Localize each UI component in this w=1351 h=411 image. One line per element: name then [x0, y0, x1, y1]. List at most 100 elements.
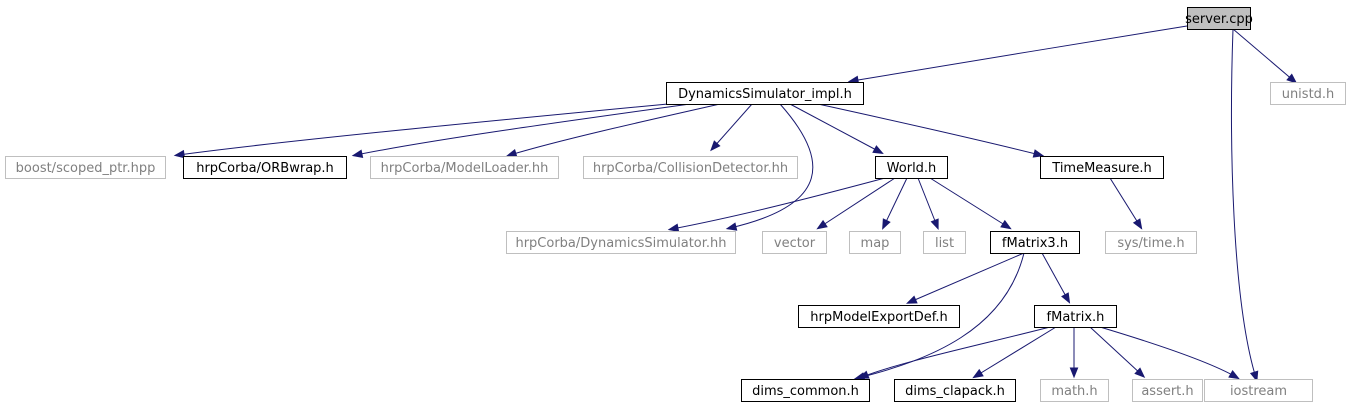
node-label: World.h	[887, 161, 937, 176]
arrowhead-icon	[872, 145, 884, 155]
edge-server-to-dsimpl	[847, 25, 1188, 85]
edge-server-to-unistd	[1232, 28, 1298, 84]
node-box	[183, 156, 347, 179]
edge-line	[929, 177, 1009, 228]
edge-line	[1232, 28, 1295, 82]
node-label: TimeMeasure.h	[1051, 161, 1151, 176]
edge-dsimpl-to-timemeasure	[817, 103, 1045, 158]
node-box	[1187, 7, 1251, 30]
node-label: hrpModelExportDef.h	[810, 310, 947, 325]
node-label: boost/scoped_ptr.hpp	[16, 161, 156, 176]
node-iostream: iostream	[1204, 379, 1313, 402]
edge-line	[729, 103, 814, 229]
node-box	[1270, 82, 1346, 105]
node-fmatrix3-h[interactable]: fMatrix3.h	[990, 231, 1080, 254]
edge-line	[1041, 252, 1069, 301]
edge-line	[883, 177, 908, 227]
edge-line	[712, 103, 753, 149]
arrowhead-icon	[173, 149, 186, 159]
edge-line	[177, 103, 669, 156]
edge-line	[1231, 28, 1257, 379]
node-label: map	[861, 236, 890, 251]
node-label: sys/time.h	[1117, 236, 1184, 251]
node-boost-scoped-ptr-hpp: boost/scoped_ptr.hpp	[5, 156, 166, 179]
node-label: dims_common.h	[752, 384, 859, 399]
arrowhead-icon	[1134, 367, 1146, 378]
node-label: fMatrix.h	[1047, 310, 1105, 325]
node-box	[923, 231, 966, 254]
node-sys-time-h: sys/time.h	[1105, 231, 1197, 254]
edge-world-to-map	[882, 177, 908, 230]
edge-line	[355, 103, 691, 156]
edge-dsimpl-to-dynsim	[725, 103, 814, 231]
node-box	[506, 231, 736, 254]
arrowhead-icon	[972, 368, 984, 379]
edge-world-to-list	[917, 177, 939, 231]
arrowhead-icon	[816, 219, 828, 230]
edge-dsimpl-to-world	[789, 103, 884, 155]
edge-line	[1109, 177, 1141, 227]
node-math-h: math.h	[1040, 379, 1109, 402]
node-dynamicssimulator-impl-h[interactable]: DynamicsSimulator_impl.h	[666, 82, 864, 105]
node-label: vector	[774, 236, 816, 251]
node-box	[762, 231, 827, 254]
edge-line	[1099, 326, 1237, 378]
arrowhead-icon	[1286, 73, 1298, 84]
node-box	[583, 156, 798, 179]
edge-timemeasure-to-systime	[1109, 177, 1143, 230]
arrowhead-icon	[710, 140, 721, 152]
edge-line	[857, 252, 1025, 379]
edge-dsimpl-to-collision	[710, 103, 753, 152]
edge-line	[909, 252, 1025, 303]
node-fmatrix-h[interactable]: fMatrix.h	[1034, 305, 1117, 328]
node-box	[990, 231, 1080, 254]
node-label: hrpCorba/ORBwrap.h	[196, 161, 334, 176]
node-label: assert.h	[1141, 384, 1193, 399]
arrowhead-icon	[1032, 149, 1045, 158]
edge-fmatrix3-to-hrpexport	[906, 252, 1025, 304]
node-label: unistd.h	[1282, 87, 1335, 102]
arrowhead-icon	[906, 295, 918, 304]
arrowhead-icon	[725, 222, 738, 231]
arrowhead-icon	[1061, 292, 1071, 304]
node-hrpmodelexportdef-h[interactable]: hrpModelExportDef.h	[798, 305, 960, 328]
arrowhead-icon	[1249, 370, 1259, 383]
node-server-cpp: server.cpp	[1185, 7, 1253, 30]
arrowhead-icon	[351, 149, 364, 158]
node-world-h[interactable]: World.h	[875, 156, 948, 179]
edge-dsimpl-to-orbwrap	[351, 103, 691, 158]
node-hrpcorba-dynamicssimulator-hh: hrpCorba/DynamicsSimulator.hh	[506, 231, 736, 254]
arrowhead-icon	[882, 218, 891, 230]
node-box	[798, 305, 960, 328]
edge-fmatrix3-to-fmatrix	[1041, 252, 1071, 304]
edge-fmatrix-to-math	[1069, 327, 1079, 379]
node-unistd-h: unistd.h	[1270, 82, 1346, 105]
edge-fmatrix-to-dimsclapack	[972, 326, 1057, 379]
node-hrpcorba-modelloader-hh: hrpCorba/ModelLoader.hh	[370, 156, 559, 179]
node-box	[741, 379, 870, 402]
node-label: hrpCorba/ModelLoader.hh	[381, 161, 549, 176]
node-label: fMatrix3.h	[1002, 236, 1068, 251]
edge-world-to-vector	[816, 177, 896, 230]
edge-fmatrix-to-assert	[1089, 326, 1146, 378]
node-dims-clapack-h[interactable]: dims_clapack.h	[894, 379, 1016, 402]
node-dims-common-h[interactable]: dims_common.h	[741, 379, 870, 402]
node-box	[1204, 379, 1313, 402]
edge-fmatrix-to-iostream	[1099, 326, 1240, 380]
edge-line	[817, 103, 1041, 156]
node-timemeasure-h[interactable]: TimeMeasure.h	[1040, 156, 1164, 179]
arrowhead-icon	[930, 218, 939, 231]
edge-line	[975, 326, 1057, 377]
edge-dsimpl-to-modelloader	[505, 103, 721, 158]
node-box	[1132, 379, 1203, 402]
edge-line	[861, 326, 1051, 378]
arrowhead-icon	[1228, 369, 1240, 380]
node-label: math.h	[1051, 384, 1097, 399]
arrowhead-icon	[1069, 367, 1079, 379]
node-box	[1040, 379, 1109, 402]
node-label: DynamicsSimulator_impl.h	[678, 87, 852, 102]
arrowhead-icon	[1000, 219, 1012, 230]
node-hrpcorba-orbwrap-h[interactable]: hrpCorba/ORBwrap.h	[183, 156, 347, 179]
edge-line	[789, 103, 881, 153]
